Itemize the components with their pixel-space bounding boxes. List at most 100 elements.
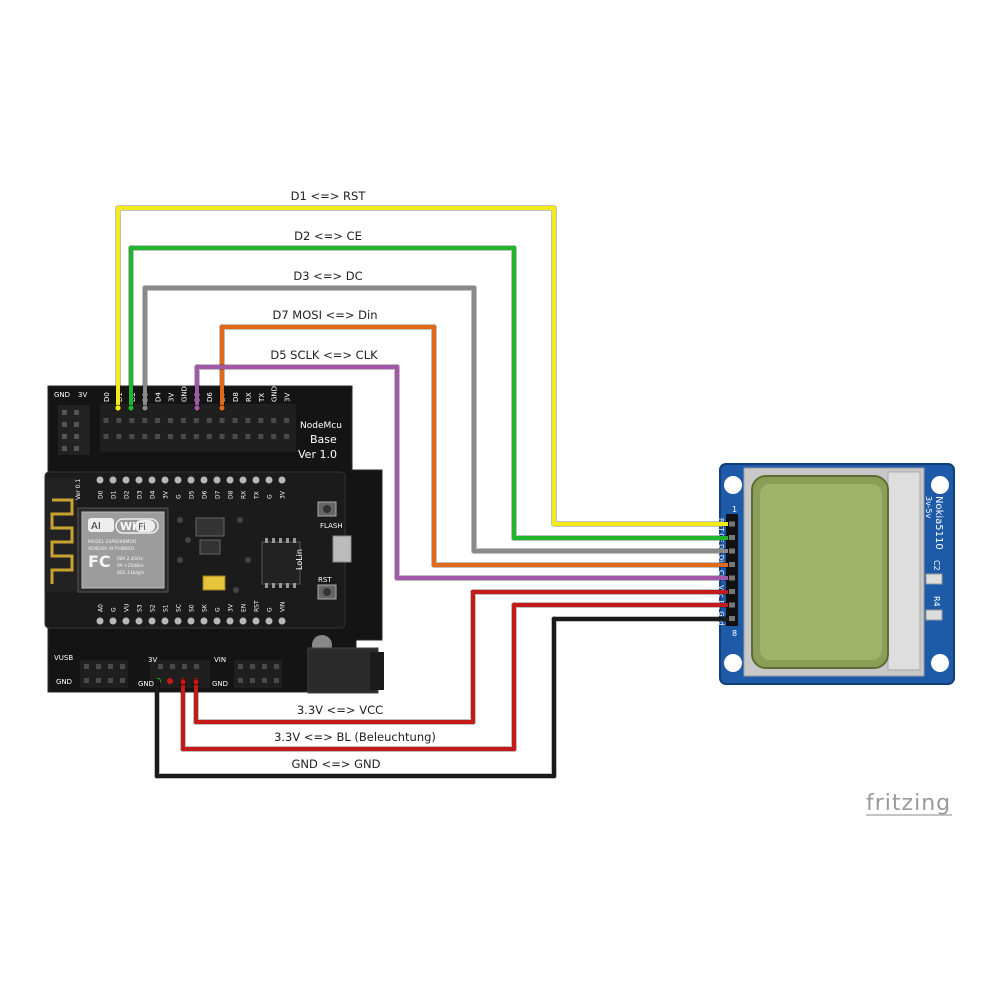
module-bottom-pin-label: S2: [150, 604, 157, 612]
board-title-line1: NodeMcu: [300, 421, 342, 431]
wire-bend: [551, 205, 557, 211]
wire-label-clk: D5 SCLK <=> CLK: [270, 348, 378, 362]
lcd-voltage: 3v-5v: [924, 496, 933, 519]
header-pin: [245, 418, 251, 423]
module-top-pin-label: D4: [150, 490, 157, 499]
module-bottom-pin-label: G: [111, 607, 118, 612]
wire-label-din: D7 MOSI <=> Din: [272, 308, 377, 322]
label-3v-bm: 3V: [148, 656, 157, 664]
wire-bend: [394, 575, 400, 581]
module-pin: [109, 476, 117, 484]
module-pin: [135, 617, 143, 625]
module-pin: [161, 476, 169, 484]
module-bottom-pin-label: SK: [202, 603, 209, 612]
module-pin: [122, 617, 130, 625]
module-bottom-pin-label: 3V: [228, 603, 235, 612]
module-pin: [239, 617, 247, 625]
top-pin-label: GND: [271, 386, 279, 402]
top-pin-label: 3V: [168, 393, 176, 402]
module-pin: [187, 476, 195, 484]
header-pin: [142, 434, 148, 439]
label-vin: VIN: [214, 656, 226, 664]
wires: [114, 205, 728, 779]
wifi-logo-a: AI: [91, 521, 101, 532]
label-gnd-bl: GND: [56, 678, 72, 686]
left-header-label-3v: 3V: [78, 391, 87, 399]
header-pin: [232, 418, 238, 423]
module-pin: [109, 617, 117, 625]
module-pin: [252, 476, 260, 484]
module-bottom-pin-label: G: [215, 607, 222, 612]
header-pin: [129, 434, 135, 439]
module-pin: [187, 617, 195, 625]
module-top-pin-label: D3: [137, 490, 144, 499]
lcd-pin-label: Din: [717, 555, 725, 567]
wire-bend: [194, 364, 200, 370]
module-pin: [265, 476, 273, 484]
module-top-pin-label: D1: [111, 490, 118, 499]
lcd-pin: [729, 589, 735, 594]
label-gnd-bm: GND: [138, 680, 154, 688]
header-pin: [232, 434, 238, 439]
module-bottom-pin-label: S1: [163, 604, 170, 612]
rst-label: RST: [318, 576, 332, 584]
header-pin: [219, 434, 225, 439]
top-pin-label: D4: [155, 392, 163, 402]
wire-bend: [511, 746, 517, 752]
header-pin: [193, 434, 199, 439]
top-pin-label: D6: [206, 392, 214, 402]
header-pin: [193, 418, 199, 423]
wire-bend: [470, 589, 476, 595]
module-top-pin-label: D8: [228, 490, 235, 499]
lcd-pin: [729, 535, 735, 540]
wire-bend: [128, 245, 134, 251]
module-top-pin-label: 3V: [280, 490, 287, 499]
module-pin: [161, 617, 169, 625]
module-pin: [174, 476, 182, 484]
header-pin: [116, 418, 122, 423]
header-pin: [103, 434, 109, 439]
lcd-pin: [729, 575, 735, 581]
top-pin-label: RX: [245, 392, 253, 402]
ver-label: Ver 0.1: [75, 479, 82, 500]
module-top-pin-label: D5: [189, 490, 196, 499]
fritzing-watermark: fritzing: [866, 791, 952, 816]
esp-model-line4: PA +25dBm: [117, 563, 144, 569]
wire-bend: [219, 324, 225, 330]
wire-endpoint: [193, 404, 201, 412]
header-pin: [271, 418, 277, 423]
fritzing-logo-text: fritzing: [866, 791, 951, 816]
esp-model-line3: ISM 2.4GHz: [117, 556, 144, 562]
module-top-pin-label: 3V: [163, 490, 170, 499]
flash-label: FLASH: [320, 522, 343, 530]
header-pin: [271, 434, 277, 439]
module-top-pin-label: D0: [98, 490, 105, 499]
header-pin: [258, 434, 264, 439]
module-pin: [96, 476, 104, 484]
wire-bend: [142, 285, 148, 291]
wifi-logo-text2: Fi: [138, 522, 146, 533]
module-top-pin-label: RX: [241, 491, 248, 499]
dc-barrel-jack: [307, 635, 384, 694]
module-bottom-pin-label: A0: [98, 604, 105, 612]
wire-endpoint: [141, 404, 149, 412]
module-bottom-pin-label: EN: [241, 604, 248, 612]
wire-endpoint: [153, 678, 161, 686]
header-pin: [129, 418, 135, 423]
wire-bend: [115, 205, 121, 211]
module-bottom-pin-label: VU: [124, 604, 131, 613]
wire-bend: [551, 773, 557, 779]
module-pin: [278, 476, 286, 484]
module-bottom-pin-label: S0: [189, 604, 196, 612]
board-title-line2: Base: [310, 433, 337, 446]
esp-model-line5: 802.11b/g/n: [117, 570, 144, 576]
wire-bend: [511, 602, 517, 608]
module-pin: [213, 476, 221, 484]
module-pin: [213, 617, 221, 625]
module-pin: [96, 617, 104, 625]
module-pin: [174, 617, 182, 625]
lcd-pin: [729, 616, 735, 621]
module-top-pin-label: G: [176, 494, 183, 499]
lolin-label: LoLin: [295, 549, 304, 570]
